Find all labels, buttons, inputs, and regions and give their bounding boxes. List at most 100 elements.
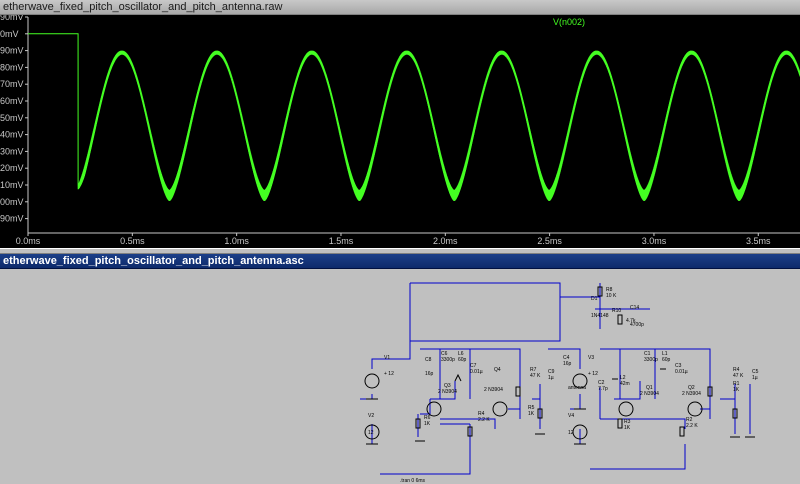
y-tick-label: 0mV xyxy=(0,29,19,39)
component-label-r4[interactable]: R4 xyxy=(733,367,740,373)
y-tick-label: 90mV xyxy=(0,15,24,22)
x-tick-label: 0.5ms xyxy=(120,236,145,246)
component-label-v1[interactable]: V1 xyxy=(384,355,390,361)
component-label-c8[interactable]: C8 xyxy=(425,357,432,363)
y-tick-label: 90mV xyxy=(0,46,24,56)
component-label-l2[interactable]: L2 xyxy=(620,375,626,381)
x-tick-label: 2.5ms xyxy=(537,236,562,246)
component-label-v4[interactable]: V4 xyxy=(568,413,574,419)
component-label-c3v[interactable]: 0.01µ xyxy=(675,369,688,375)
component-label-r8[interactable]: R8 xyxy=(606,287,613,293)
component-label-c6v[interactable]: 3300p xyxy=(441,357,455,363)
component-label-q1v[interactable]: 2 N3904 xyxy=(640,391,659,397)
x-tick-label: 1.0ms xyxy=(224,236,249,246)
component-label-r10[interactable]: R10 xyxy=(612,308,621,314)
component-label-c4[interactable]: C4 xyxy=(563,355,570,361)
x-axis-ticks: 0.0ms 0.5ms 1.0ms 1.5ms 2.0ms 2.5ms 3.0ms 3.5ms xyxy=(16,17,800,246)
component-label-l1v[interactable]: 60p xyxy=(662,357,671,363)
component-label-c7[interactable]: C7 xyxy=(470,363,477,369)
y-tick-label: 90mV xyxy=(0,214,24,224)
schematic-window-title[interactable]: etherwave_fixed_pitch_oscillator_and_pit… xyxy=(0,254,800,269)
component-label-q2v[interactable]: 2 N3904 xyxy=(682,391,701,397)
component-label-l1[interactable]: L1 xyxy=(662,351,668,357)
component-label-r2[interactable]: R2 xyxy=(686,417,693,423)
component-label-c14v[interactable]: 4700p xyxy=(630,322,644,328)
x-tick-label: 3.0ms xyxy=(642,236,667,246)
component-label-v1v[interactable]: + 12 xyxy=(384,371,394,377)
component-label-q3v[interactable]: 2 N3904 xyxy=(438,389,457,395)
spice-directive[interactable]: .tran 0 6ms xyxy=(400,478,426,484)
component-label-c1[interactable]: C1 xyxy=(644,351,651,357)
x-tick-label: 2.0ms xyxy=(433,236,458,246)
schematic-symbols xyxy=(364,286,755,445)
component-label-r8v[interactable]: 10 K xyxy=(606,293,617,299)
waveform-window-title[interactable]: etherwave_fixed_pitch_oscillator_and_pit… xyxy=(0,0,800,15)
component-label-r6[interactable]: R6 xyxy=(424,415,431,421)
x-tick-label: 0.0ms xyxy=(16,236,41,246)
schematic-wires xyxy=(360,282,751,475)
component-label-c8v[interactable]: 16p xyxy=(425,371,434,377)
component-label-l2v[interactable]: 42m xyxy=(620,381,630,387)
component-label-r1[interactable]: R1 xyxy=(733,381,740,387)
y-tick-label: 30mV xyxy=(0,146,24,156)
trace-label[interactable]: V(n002) xyxy=(553,17,585,27)
x-tick-label: 1.5ms xyxy=(329,236,354,246)
component-label-r5v[interactable]: 1K xyxy=(528,411,535,417)
component-label-c9v[interactable]: 1µ xyxy=(548,375,554,381)
component-label-ant[interactable]: antenna xyxy=(568,385,586,391)
component-label-c7v[interactable]: 0.01µ xyxy=(470,369,483,375)
component-label-q1[interactable]: Q1 xyxy=(646,385,653,391)
component-label-q4v[interactable]: 2 N3904 xyxy=(484,387,503,393)
component-label-r7v[interactable]: 47 K xyxy=(530,373,541,379)
component-label-r7[interactable]: R7 xyxy=(530,367,537,373)
component-label-c2v[interactable]: 7.7p xyxy=(598,386,608,392)
component-label-v4v[interactable]: 12 xyxy=(568,430,574,436)
component-label-d1[interactable]: D1 xyxy=(591,296,598,302)
component-label-r4b[interactable]: R4 xyxy=(478,411,485,417)
component-label-v2v[interactable]: 12 xyxy=(368,430,374,436)
component-label-q3[interactable]: Q3 xyxy=(444,383,451,389)
x-tick-label: 3.5ms xyxy=(746,236,771,246)
y-tick-label: 60mV xyxy=(0,96,24,106)
component-label-r4v[interactable]: 47 K xyxy=(733,373,744,379)
y-tick-label: 50mV xyxy=(0,113,24,123)
y-tick-label: 40mV xyxy=(0,130,24,140)
component-label-v3v[interactable]: + 12 xyxy=(588,371,598,377)
component-label-v2[interactable]: V2 xyxy=(368,413,374,419)
component-label-c5[interactable]: C5 xyxy=(752,369,759,375)
component-label-r3v[interactable]: 1K xyxy=(624,425,631,431)
component-label-r5[interactable]: R5 xyxy=(528,405,535,411)
component-label-c4v[interactable]: 16p xyxy=(563,361,572,367)
component-label-r10v[interactable]: 4.7k xyxy=(626,318,636,324)
component-label-v3[interactable]: V3 xyxy=(588,355,594,361)
component-label-l6[interactable]: L6 xyxy=(458,351,464,357)
y-axis-ticks: 90mV0mV90mV80mV70mV60mV50mV40mV30mV20mV1… xyxy=(0,15,28,224)
window-separator xyxy=(0,248,800,254)
waveform-chart[interactable]: 90mV0mV90mV80mV70mV60mV50mV40mV30mV20mV1… xyxy=(0,15,800,248)
component-label-d1v[interactable]: 1N4148 xyxy=(591,313,609,319)
y-tick-label: 00mV xyxy=(0,197,24,207)
component-label-c14[interactable]: C14 xyxy=(630,305,639,311)
component-label-r6v[interactable]: 1K xyxy=(424,421,431,427)
y-tick-label: 70mV xyxy=(0,79,24,89)
y-tick-label: 80mV xyxy=(0,62,24,72)
component-label-r2v[interactable]: 2.2 K xyxy=(686,423,698,429)
component-label-r1v[interactable]: 1K xyxy=(733,387,740,393)
component-label-r4bv[interactable]: 2.2 K xyxy=(478,417,490,423)
component-label-c2[interactable]: C2 xyxy=(598,380,605,386)
component-label-q4[interactable]: Q4 xyxy=(494,367,501,373)
component-label-q2[interactable]: Q2 xyxy=(688,385,695,391)
trace-v-n002[interactable] xyxy=(28,33,800,202)
component-label-c6[interactable]: C6 xyxy=(441,351,448,357)
component-label-c1v[interactable]: 3300p xyxy=(644,357,658,363)
component-label-c5v[interactable]: 1µ xyxy=(752,375,758,381)
y-tick-label: 10mV xyxy=(0,180,24,190)
component-label-c9[interactable]: C9 xyxy=(548,369,555,375)
component-label-r3[interactable]: R3 xyxy=(624,419,631,425)
component-label-l6v[interactable]: 60p xyxy=(458,357,467,363)
component-label-c3[interactable]: C3 xyxy=(675,363,682,369)
